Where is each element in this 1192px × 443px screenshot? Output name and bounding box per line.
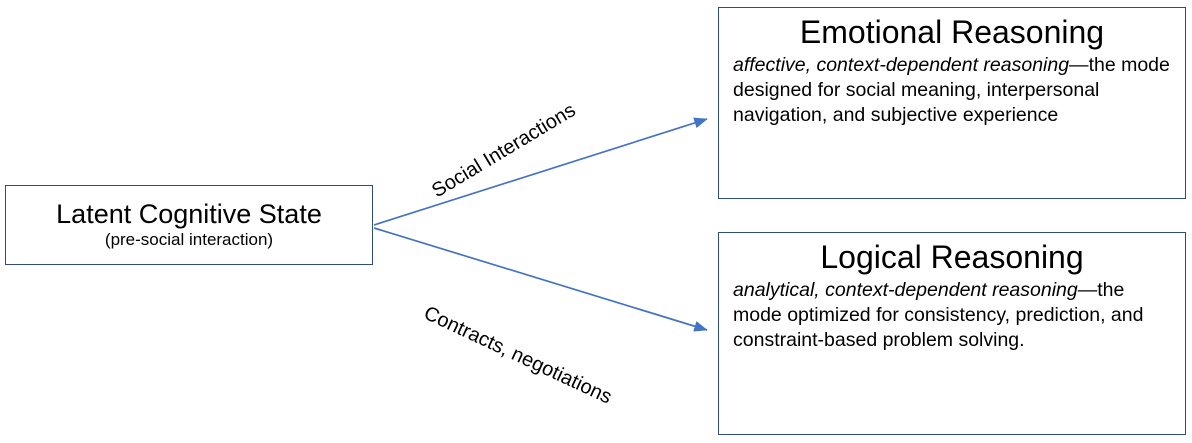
logical-reasoning-description: analytical, context-dependent reasoning—… xyxy=(733,278,1171,354)
latent-state-subtitle: (pre-social interaction) xyxy=(104,229,274,249)
logical-reasoning-lead: analytical, context-dependent reasoning— xyxy=(733,278,1098,301)
node-emotional-reasoning[interactable]: Emotional Reasoning affective, context-d… xyxy=(718,7,1186,199)
emotional-reasoning-title: Emotional Reasoning xyxy=(799,14,1105,50)
node-logical-reasoning[interactable]: Logical Reasoning analytical, context-de… xyxy=(718,232,1186,435)
logical-reasoning-body: the mode optimized for consistency, pred… xyxy=(733,278,1144,352)
emotional-reasoning-body: the mode designed for social meaning, in… xyxy=(733,53,1170,127)
logical-reasoning-title: Logical Reasoning xyxy=(820,239,1084,275)
edge-label-contracts-negotiations: Contracts, negotiations xyxy=(420,302,616,409)
emotional-reasoning-lead: affective, context-dependent reasoning— xyxy=(733,53,1089,76)
latent-state-title: Latent Cognitive State xyxy=(56,198,322,229)
node-latent-cognitive-state[interactable]: Latent Cognitive State (pre-social inter… xyxy=(5,185,373,265)
edge-label-social-interactions: Social Interactions xyxy=(428,99,580,203)
emotional-reasoning-description: affective, context-dependent reasoning—t… xyxy=(733,53,1171,129)
